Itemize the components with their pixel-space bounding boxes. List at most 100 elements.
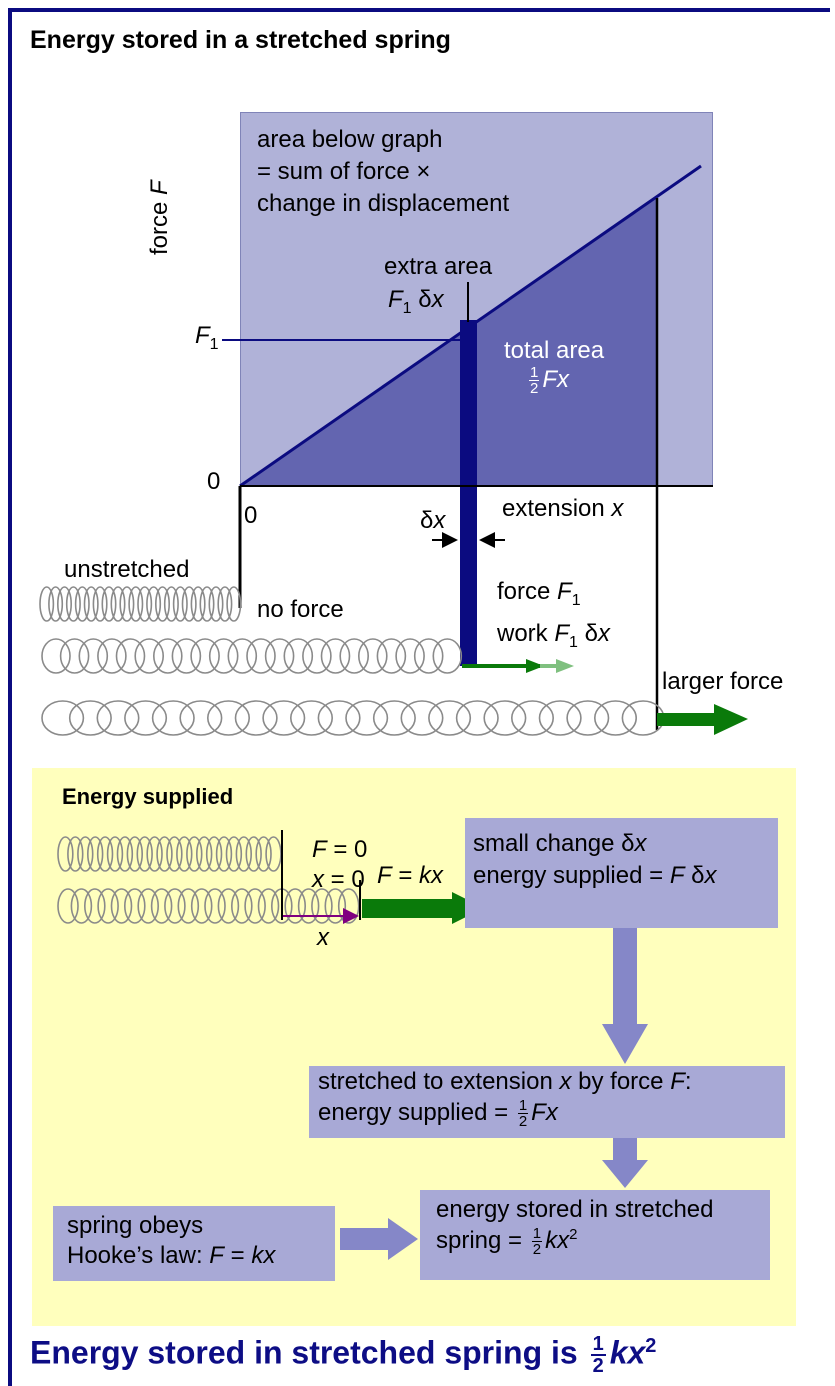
spring-coil [227,638,258,674]
spring-coil [57,836,74,872]
spring-coil [128,586,144,622]
hookes-law-line2: Hooke’s law: F = kx [67,1242,276,1269]
force-f1-arrow-head-light [556,659,574,673]
spring-coil [164,888,186,924]
spring-coil [208,638,239,674]
spring-coil [56,586,72,622]
force-f1-label: force F1 [497,578,581,609]
spring-coil [39,586,55,622]
spring-coil [150,888,173,924]
page-title: Energy stored in a stretched spring [30,26,451,54]
energy-stored-box [420,1190,770,1280]
hookes-law-line1: spring obeys [67,1212,204,1239]
spring-coil [283,638,314,674]
spring-coil [376,638,407,674]
spring-coil [372,700,416,736]
spring-coil [151,700,195,736]
dx-label: δx [420,507,446,534]
spring-coil [566,700,610,736]
spring-coil [177,888,200,924]
spring-coil [59,638,90,674]
area-note-line2: = sum of force × [257,158,431,185]
spring-coil [68,700,112,736]
spring-coil [84,888,106,924]
spring-coil [455,700,499,736]
spring-coil [265,836,282,872]
spring-coil [215,836,233,872]
spring-coil [74,586,90,622]
spring-coil [257,888,280,924]
small-change-line2: energy supplied = F δx [473,862,717,889]
spring-coil [510,700,554,736]
spring-coil [156,836,173,872]
small-change-box [465,818,778,928]
spring-coil [207,700,251,736]
energy-supplied-heading: Energy supplied [62,784,234,809]
spring-coil [400,700,444,736]
spring-coil [124,700,168,736]
spring-fully-stretched [41,700,665,736]
spring-coil [97,888,119,924]
spring-coil [96,700,140,736]
extra-area-strip [460,320,477,666]
area-note-line1: area below graph [257,126,443,153]
arrow-box2-box4-shaft [613,1138,637,1160]
spring-coil [166,836,183,872]
y-zero-label: 0 [207,468,221,495]
spring-coil [345,700,389,736]
spring-coil [199,586,215,622]
spring-coil [137,888,159,924]
spring-es-unstretched [57,836,282,872]
spring-coil [190,638,220,674]
x-zero-label: 0 [244,502,258,529]
spring-coil [234,700,278,736]
spring-coil [244,888,266,924]
spring-coil [246,638,276,674]
spring-coil [181,586,197,622]
area-note-line3: change in displacement [257,190,510,217]
spring-coil [593,700,637,736]
force-f1-arrow-head-dark [526,659,544,673]
spring-coil [413,638,444,674]
spring-coil [337,888,360,924]
work-label: work F1 δx [497,620,610,651]
spring-coil [176,836,193,872]
spring-coil [155,586,171,622]
spring-coil [41,638,71,674]
spring-coil [204,888,226,924]
energy-stored-line1: energy stored in stretched [436,1196,714,1223]
spring-coil [483,700,527,736]
spring-coil [77,836,94,872]
extra-area-expr: F1 δx [388,286,444,317]
spring-coil [186,836,203,872]
larger-force-arrow-head [714,704,748,735]
spring-coil [110,586,126,622]
spring-coil [262,700,306,736]
spring-coil [217,586,233,622]
stretched-box [309,1066,785,1138]
spring-partly-stretched [41,638,463,674]
spring-unstretched [39,586,242,622]
spring-coil [317,700,361,736]
hookes-law-box [53,1206,335,1281]
es-x-eq-0: x = 0 [312,866,365,893]
spring-coil [320,638,351,674]
es-fkx-arrow-shaft [362,899,454,918]
spring-coil [339,638,370,674]
spring-coil [226,586,242,622]
spring-coil [116,836,134,872]
spring-es-stretched [57,888,360,924]
spring-coil [208,586,224,622]
spring-coil [179,700,223,736]
stretched-line1: stretched to extension x by force F: [318,1068,692,1095]
larger-force-arrow-shaft [657,713,717,726]
spring-coil [538,700,582,736]
spring-coil [255,836,272,872]
spring-coil [171,638,202,674]
es-f-eq-0: F = 0 [312,836,368,863]
es-x-label: x [317,924,329,951]
